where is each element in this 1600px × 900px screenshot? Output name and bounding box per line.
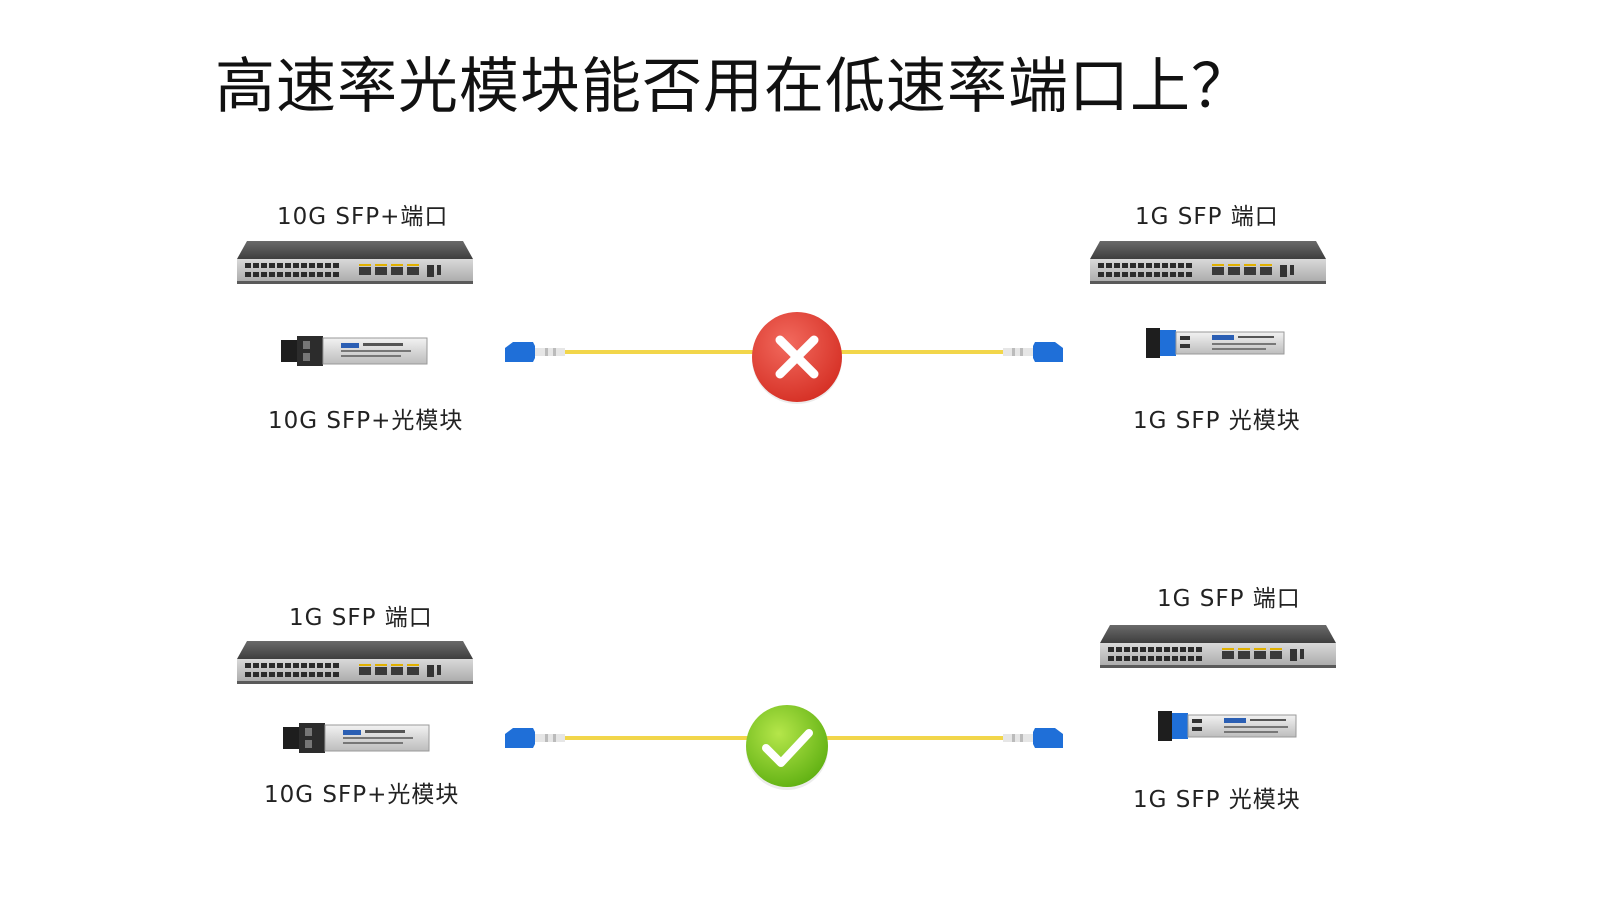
- right-module-label: 1G SFP 光模块: [1133, 408, 1301, 434]
- lc-connector-left: [505, 342, 565, 362]
- left-port-label: 1G SFP 端口: [289, 605, 433, 631]
- lc-connector-right: [1003, 728, 1063, 748]
- page-title: 高速率光模块能否用在低速率端口上？: [215, 52, 1252, 122]
- right-module-label: 1G SFP 光模块: [1133, 787, 1301, 813]
- left-port-label: 10G SFP+端口: [277, 204, 449, 230]
- right-port-label: 1G SFP 端口: [1135, 204, 1279, 230]
- left-module-label: 10G SFP+光模块: [268, 408, 464, 434]
- lc-connector-right: [1003, 342, 1063, 362]
- left-sfp-plus-module: [283, 723, 431, 753]
- right-port-label: 1G SFP 端口: [1157, 586, 1301, 612]
- right-switch: [1090, 241, 1326, 285]
- right-switch: [1100, 625, 1336, 669]
- left-switch: [237, 641, 473, 685]
- lc-connector-left: [505, 728, 565, 748]
- cross-icon: [752, 312, 842, 404]
- left-module-label: 10G SFP+光模块: [264, 782, 460, 808]
- compatible-badge: [744, 703, 830, 793]
- left-sfp-plus-module: [281, 336, 429, 366]
- right-sfp-module: [1146, 328, 1286, 358]
- incompatible-badge: [750, 310, 844, 404]
- right-sfp-module: [1158, 711, 1298, 741]
- left-switch: [237, 241, 473, 285]
- check-icon: [746, 705, 828, 790]
